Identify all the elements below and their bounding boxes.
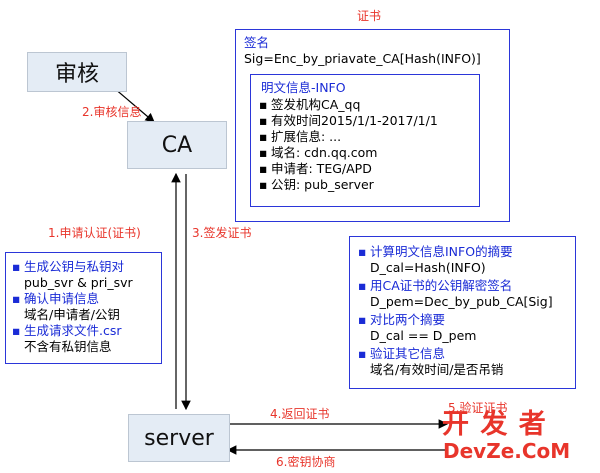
watermark-title: 开 发 者	[442, 409, 547, 440]
verify-step-heading: 验证其它信息	[358, 346, 553, 362]
plain-info-item: 有效时间2015/1/1-2017/1/1	[259, 113, 438, 129]
server-step-detail: pub_svr & pri_svr	[24, 275, 133, 290]
plain-info-heading: 明文信息-INFO	[261, 80, 346, 95]
label-return-cert: 4.返回证书	[270, 407, 330, 421]
server-node: server	[128, 414, 230, 462]
label-issue-cert: 3.签发证书	[192, 226, 252, 240]
server-step-heading: 生成公钥与私钥对	[12, 259, 133, 275]
label-apply-cert: 1.申请认证(证书)	[48, 226, 141, 240]
server-step-heading: 确认申请信息	[12, 291, 133, 307]
verify-step-detail: D_pem=Dec_by_pub_CA[Sig]	[370, 294, 553, 309]
certificate-title: 证书	[357, 9, 382, 23]
watermark-subtitle: DevZe.CoM	[443, 439, 571, 463]
server-step-heading: 生成请求文件.csr	[12, 323, 133, 339]
verify-step-heading: 计算明文信息INFO的摘要	[358, 244, 553, 260]
plain-info-item: 签发机构CA_qq	[259, 97, 438, 113]
plain-info-list: 签发机构CA_qq 有效时间2015/1/1-2017/1/1 扩展信息: ..…	[259, 97, 438, 193]
verify-step-heading: 用CA证书的公钥解密签名	[358, 278, 553, 294]
verify-step-detail: D_cal == D_pem	[370, 328, 477, 343]
verify-step-detail: D_cal=Hash(INFO)	[370, 260, 486, 275]
certificate-box: 签名 Sig=Enc_by_priavate_CA[Hash(INFO)] 明文…	[235, 29, 510, 222]
label-verify-cert: 5.验证证书	[448, 401, 508, 415]
plain-info-item: 扩展信息: ...	[259, 129, 438, 145]
signature-heading: 签名	[244, 35, 270, 50]
verify-step-heading: 对比两个摘要	[358, 312, 553, 328]
server-steps-box: 生成公钥与私钥对 pub_svr & pri_svr 确认申请信息 域名/申请者…	[5, 252, 162, 364]
verify-step-detail: 域名/有效时间/是否吊销	[370, 362, 504, 377]
plain-info-item: 域名: cdn.qq.com	[259, 145, 438, 161]
arrow-audit-ca	[104, 78, 155, 123]
server-step-detail: 不含有私钥信息	[24, 339, 112, 354]
plain-info-item: 公钥: pub_server	[259, 177, 438, 193]
audit-node: 审核	[27, 52, 127, 92]
client-verify-box: 计算明文信息INFO的摘要 D_cal=Hash(INFO) 用CA证书的公钥解…	[349, 236, 576, 389]
plain-info-box: 明文信息-INFO 签发机构CA_qq 有效时间2015/1/1-2017/1/…	[250, 74, 480, 207]
label-audit-info: 2.审核信息	[82, 105, 142, 119]
server-step-detail: 域名/申请者/公钥	[24, 307, 120, 322]
ca-node: CA	[127, 121, 227, 169]
plain-info-item: 申请者: TEG/APD	[259, 161, 438, 177]
signature-formula: Sig=Enc_by_priavate_CA[Hash(INFO)]	[244, 51, 481, 66]
label-key-negotiation: 6.密钥协商	[276, 455, 336, 469]
